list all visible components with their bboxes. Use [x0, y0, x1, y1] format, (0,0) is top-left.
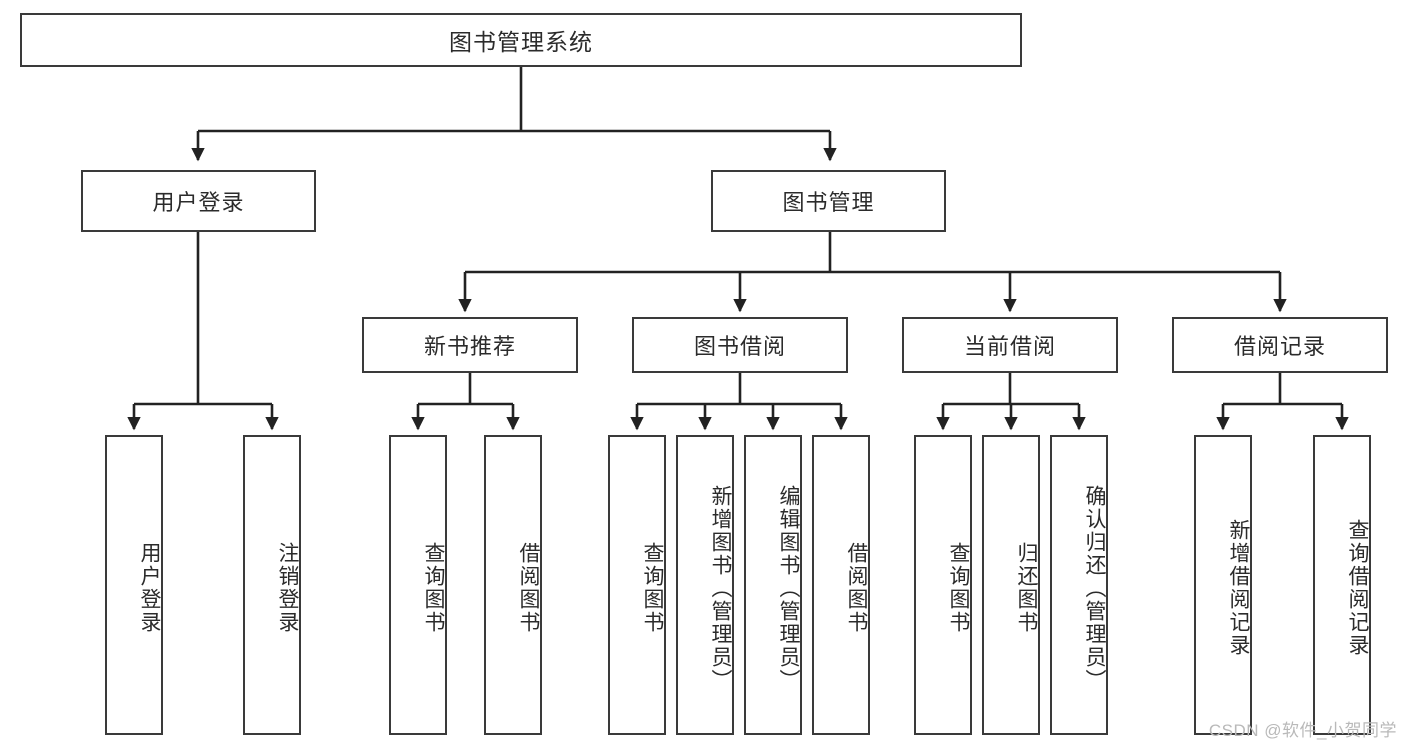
node-label: 图书管理: [782, 190, 875, 215]
node-label: 查询图书: [947, 542, 970, 634]
node-label: 注销登录: [276, 542, 299, 634]
node-label: 借阅图书: [845, 542, 868, 634]
leaf-user-login-logout[interactable]: 注销登录: [243, 435, 301, 735]
leaf-current-borrow-return-book[interactable]: 归还图书: [982, 435, 1040, 735]
node-label: 归还图书: [1015, 542, 1038, 634]
node-new-book-recommend[interactable]: 新书推荐: [362, 317, 578, 373]
node-label: 用户登录: [138, 542, 161, 634]
node-label: 借阅记录: [1233, 334, 1326, 359]
leaf-book-borrow-query-book[interactable]: 查询图书: [608, 435, 666, 735]
leaf-book-borrow-edit-book-admin[interactable]: 编辑图书（管理员）: [744, 435, 802, 735]
node-label: 借阅图书: [517, 542, 540, 634]
node-label: 确认归还（管理员）: [1083, 484, 1106, 692]
node-label: 查询图书: [422, 542, 445, 634]
node-borrow-record[interactable]: 借阅记录: [1172, 317, 1388, 373]
node-label: 查询借阅记录: [1346, 519, 1369, 657]
leaf-book-borrow-add-book-admin[interactable]: 新增图书（管理员）: [676, 435, 734, 735]
node-label: 图书借阅: [693, 334, 786, 359]
leaf-borrow-record-add-record[interactable]: 新增借阅记录: [1194, 435, 1252, 735]
leaf-borrow-record-query-record[interactable]: 查询借阅记录: [1313, 435, 1371, 735]
node-book-management[interactable]: 图书管理: [711, 170, 946, 232]
leaf-new-book-borrow-book[interactable]: 借阅图书: [484, 435, 542, 735]
node-current-borrow[interactable]: 当前借阅: [902, 317, 1118, 373]
leaf-current-borrow-query-book[interactable]: 查询图书: [914, 435, 972, 735]
node-label: 查询图书: [641, 542, 664, 634]
node-label: 新书推荐: [423, 334, 516, 359]
watermark-text: CSDN @软件_小贺同学: [1208, 721, 1397, 740]
node-label: 新增借阅记录: [1227, 519, 1250, 657]
leaf-book-borrow-borrow-book[interactable]: 借阅图书: [812, 435, 870, 735]
node-root-book-management-system[interactable]: 图书管理系统: [20, 13, 1022, 67]
leaf-current-borrow-confirm-return-admin[interactable]: 确认归还（管理员）: [1050, 435, 1108, 735]
leaf-user-login-login[interactable]: 用户登录: [105, 435, 163, 735]
node-book-borrow[interactable]: 图书借阅: [632, 317, 848, 373]
node-label: 编辑图书（管理员）: [777, 484, 800, 692]
node-label: 图书管理系统: [449, 29, 593, 55]
node-user-login[interactable]: 用户登录: [81, 170, 316, 232]
node-label: 当前借阅: [963, 334, 1056, 359]
node-label: 新增图书（管理员）: [709, 484, 732, 692]
leaf-new-book-query-book[interactable]: 查询图书: [389, 435, 447, 735]
node-label: 用户登录: [152, 190, 245, 215]
